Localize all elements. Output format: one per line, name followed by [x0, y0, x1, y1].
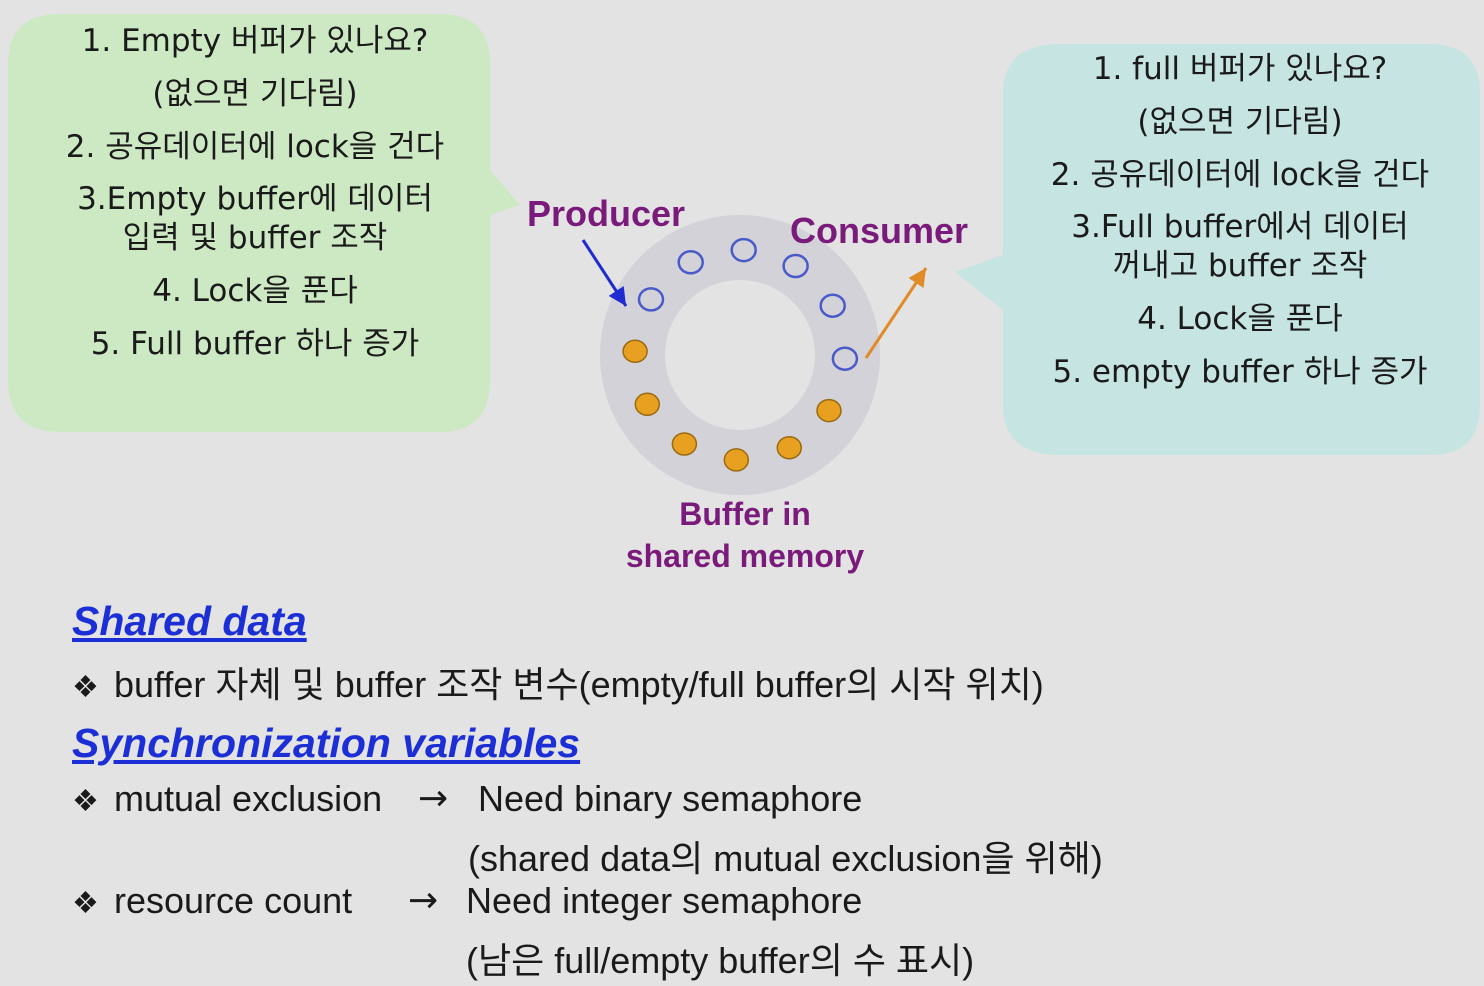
sync-item-mutex: ❖ mutual exclusion: [72, 778, 382, 820]
full-buffer-slot: [671, 432, 698, 456]
producer-step-line: 2. 공유데이터에 lock을 건다: [65, 128, 445, 165]
consumer-step-line: 2. 공유데이터에 lock을 건다: [1050, 156, 1430, 193]
sync-item-note: (남은 full/empty buffer의 수 표시): [466, 940, 975, 981]
circular-buffer: [600, 215, 880, 495]
consumer-step-line: 3.Full buffer에서 데이터: [1071, 209, 1409, 246]
sync-item-need: Need binary semaphore: [478, 778, 863, 819]
consumer-step-line: 1. full 버퍼가 있나요?: [1092, 51, 1388, 87]
producer-step-line: 4. Lock을 푼다: [152, 272, 358, 309]
full-buffer-slot: [634, 392, 661, 417]
sync-item-note: (shared data의 mutual exclusion을 위해): [468, 838, 1103, 879]
consumer-arrow: [864, 267, 928, 359]
consumer-step-line: 5. empty buffer 하나 증가: [1052, 353, 1428, 390]
sync-item-name: mutual exclusion: [114, 778, 383, 819]
producer-label: Producer: [527, 193, 686, 234]
sync-item-name: resource count: [114, 880, 353, 921]
right-speech-bubble: [955, 44, 1480, 455]
consumer-label: Consumer: [790, 210, 969, 251]
producer-step-line: (없으면 기다림): [152, 75, 358, 112]
producer-step-line: 1. Empty 버퍼가 있나요?: [81, 23, 429, 59]
consumer-step-line: 꺼내고 buffer 조작: [1112, 248, 1368, 284]
full-buffer-slot: [622, 339, 648, 364]
arrow-icon: →: [408, 880, 439, 921]
sync-variables-heading: Synchronization variables: [72, 720, 581, 766]
bullet-icon: ❖: [72, 671, 99, 704]
empty-buffer-slot: [782, 253, 809, 279]
empty-buffer-slot: [677, 250, 704, 275]
producer-steps: 1. Empty 버퍼가 있나요? (없으면 기다림) 2. 공유데이터에 lo…: [10, 22, 500, 363]
producer-step-line: 3.Empty buffer에 데이터: [77, 181, 433, 218]
consumer-step-line: 4. Lock을 푼다: [1137, 300, 1343, 337]
consumer-step-line: (없으면 기다림): [1137, 103, 1343, 140]
producer-arrow: [581, 239, 628, 307]
shared-data-item: ❖ buffer 자체 및 buffer 조작 변수(empty/full buf…: [72, 656, 1044, 708]
sync-item-resource: ❖ resource count: [72, 880, 352, 922]
buffer-caption-line2: shared memory: [625, 537, 865, 574]
left-speech-bubble: [8, 14, 520, 432]
shared-data-text: buffer 자체 및 buffer 조작 변수(empty/full buff…: [114, 664, 1044, 705]
shared-data-heading: Shared data: [72, 598, 307, 644]
arrow-icon: →: [418, 778, 449, 819]
empty-buffer-slot: [730, 237, 757, 263]
bullet-icon: ❖: [72, 887, 99, 920]
empty-buffer-slot: [819, 293, 846, 318]
producer-step-line: 5. Full buffer 하나 증가: [90, 325, 420, 362]
buffer-caption-line1: Buffer in: [679, 496, 811, 532]
buffer-caption: Buffer in shared memory: [600, 494, 890, 577]
consumer-steps: 1. full 버퍼가 있나요? (없으면 기다림) 2. 공유데이터에 loc…: [1005, 50, 1475, 391]
full-buffer-slot: [776, 435, 803, 460]
full-buffer-slot: [723, 448, 750, 472]
full-buffer-slot: [816, 398, 842, 423]
empty-buffer-slot: [831, 346, 859, 371]
empty-buffer-slot: [637, 287, 665, 312]
producer-step-line: 입력 및 buffer 조작: [122, 220, 388, 256]
bullet-icon: ❖: [72, 785, 99, 818]
sync-item-need: Need integer semaphore: [466, 880, 863, 921]
